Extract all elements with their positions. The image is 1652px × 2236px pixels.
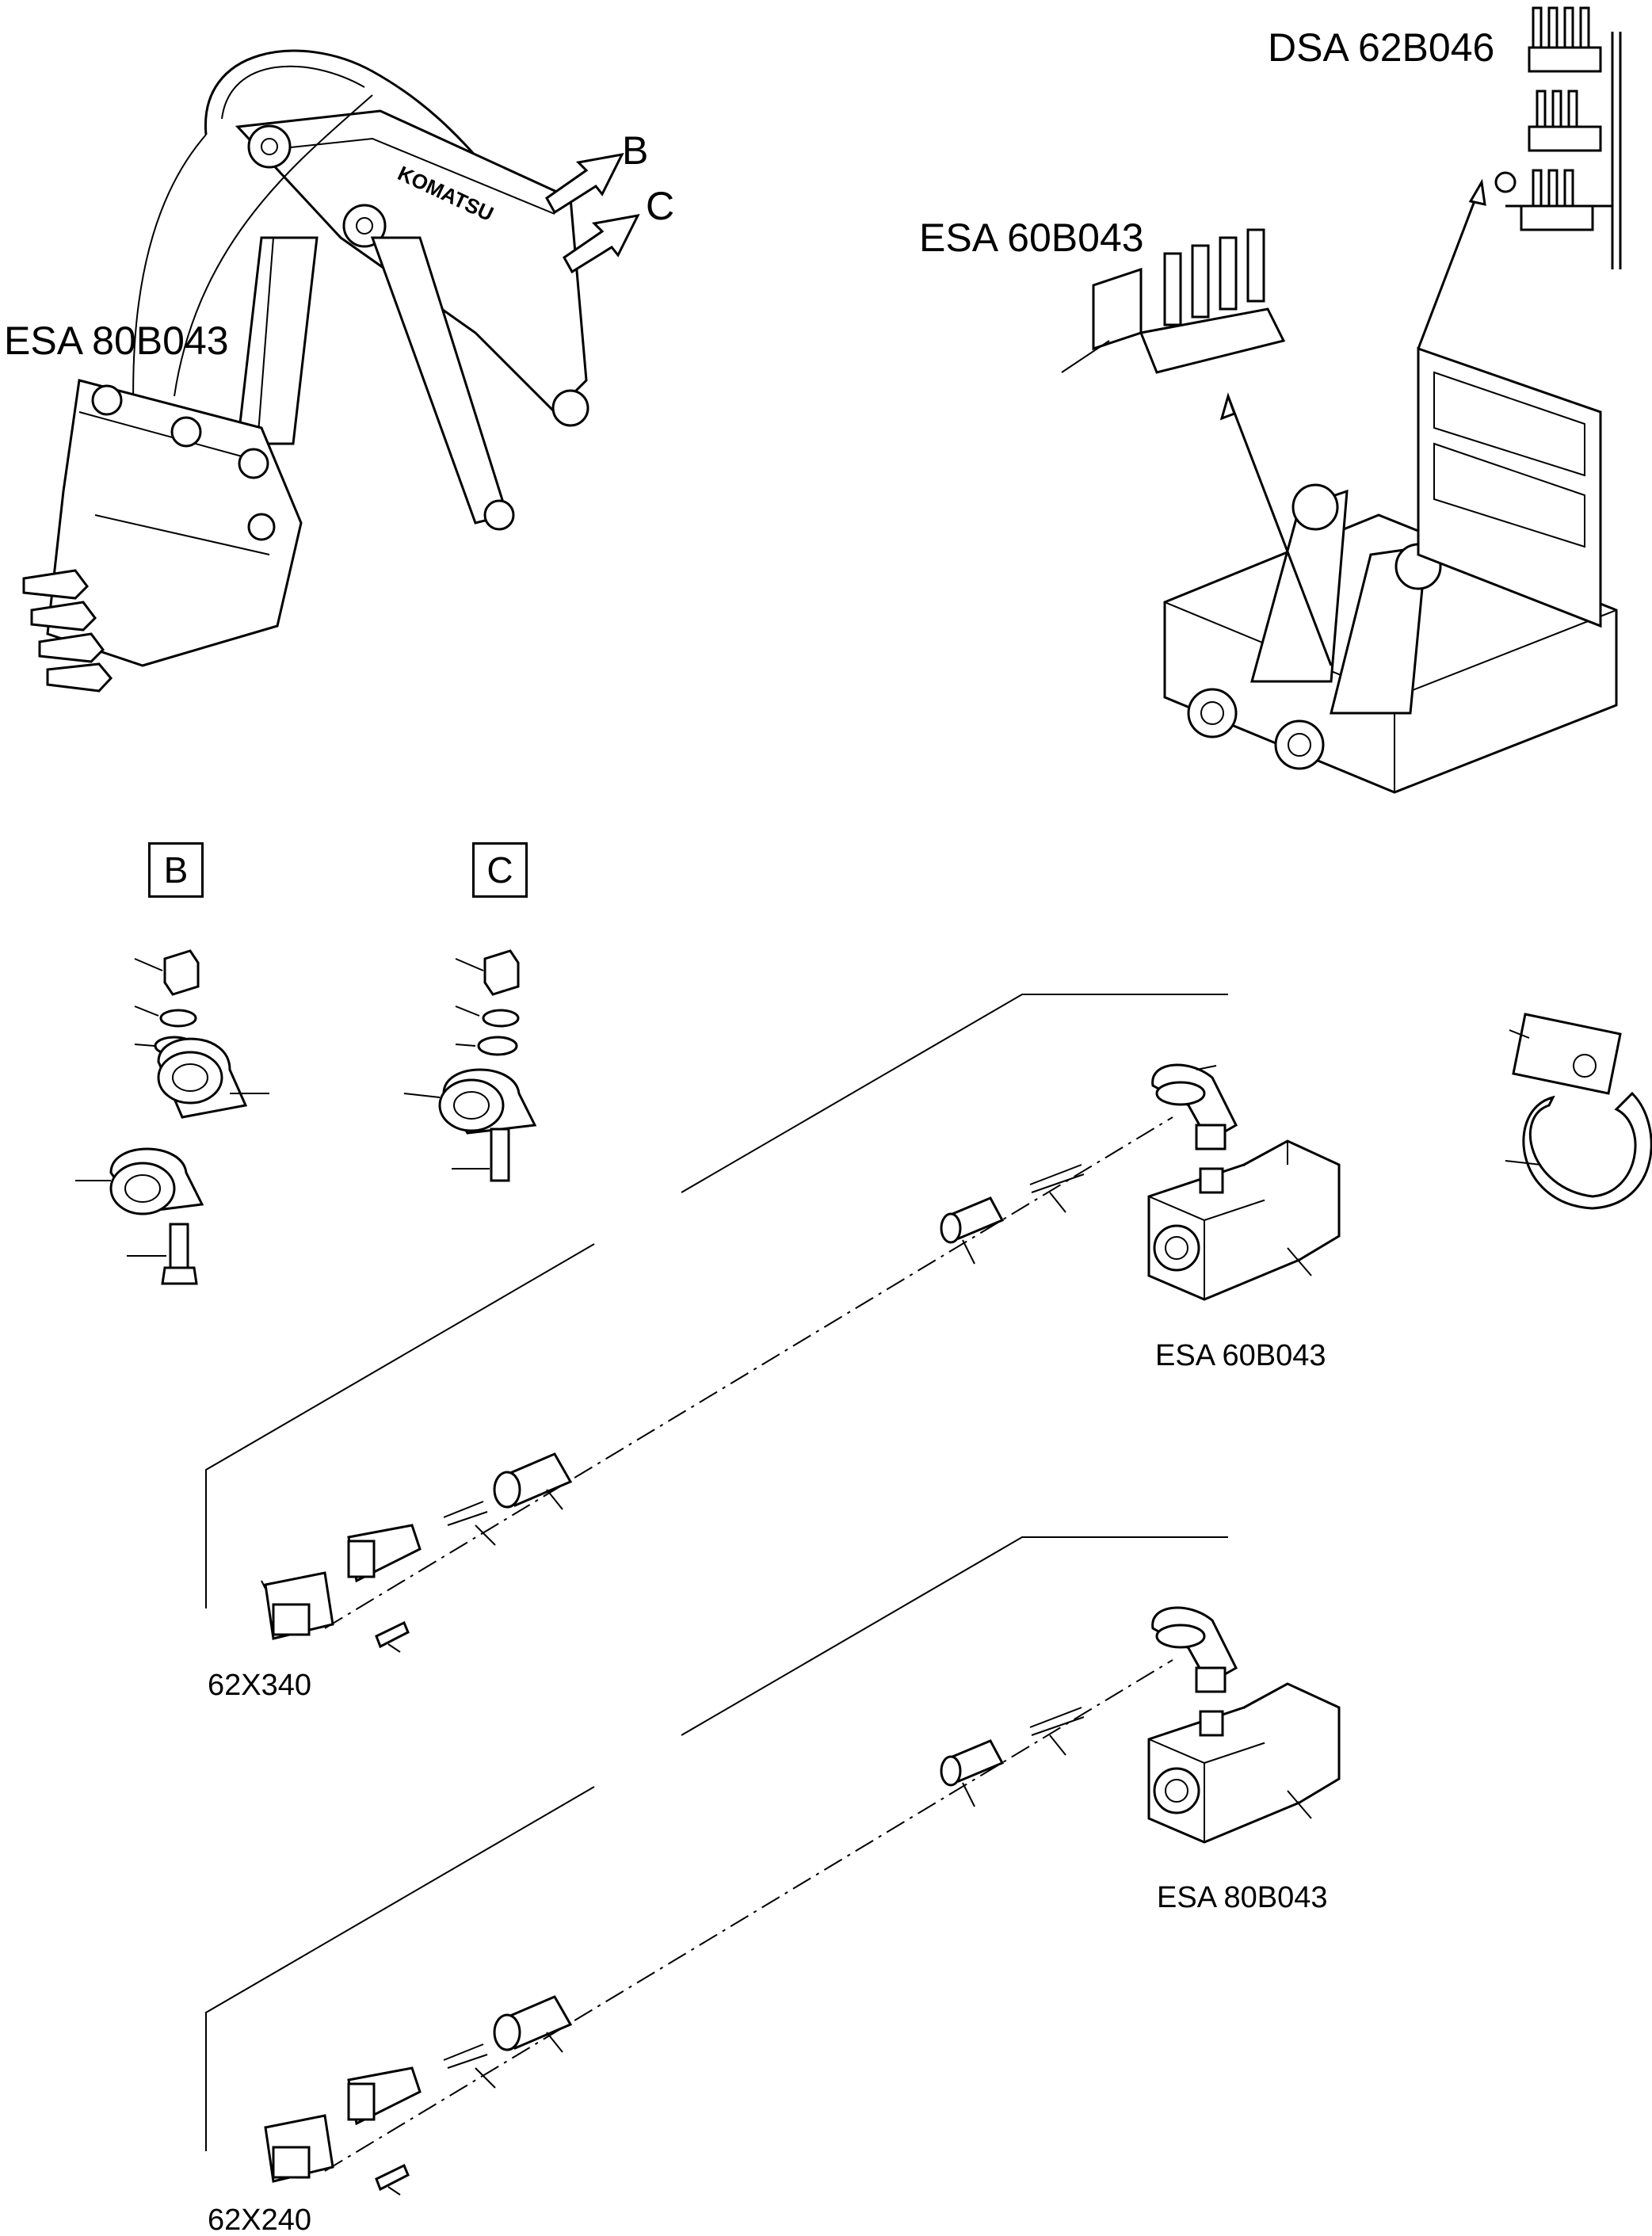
detail-b-hardware (75, 949, 269, 1285)
view-c-arrow-label: C (646, 184, 675, 228)
esa-80b043-top-label: ESA 80B043 (4, 319, 229, 363)
esa-60b043-top-label: ESA 60B043 (919, 216, 1144, 260)
dsa62-manifold-illustration (1494, 6, 1622, 269)
connector-62x340-label: 62X340 (208, 1669, 312, 1702)
excavator-arm-illustration: KOMATSU (22, 49, 640, 693)
detail-c-hardware (403, 949, 537, 1182)
esa60-exploded-assembly (205, 994, 1341, 1653)
connector-62x240-label: 62X240 (208, 2204, 312, 2236)
esa80-exploded-assembly (205, 1536, 1341, 2196)
label-plate-and-cable-tie (1505, 1013, 1652, 1210)
view-b-arrow-label: B (622, 128, 649, 173)
esa60-valve-block-illustration (1061, 228, 1286, 374)
detail-c-box-label: C (472, 842, 528, 898)
lubrication-frame-illustration (1163, 178, 1618, 794)
dsa-62b046-label: DSA 62B046 (1268, 25, 1495, 70)
esa-80b043-detail-label: ESA 80B043 (1157, 1881, 1328, 1914)
detail-b-box-label: B (148, 842, 204, 898)
esa-60b043-detail-label: ESA 60B043 (1155, 1339, 1326, 1372)
